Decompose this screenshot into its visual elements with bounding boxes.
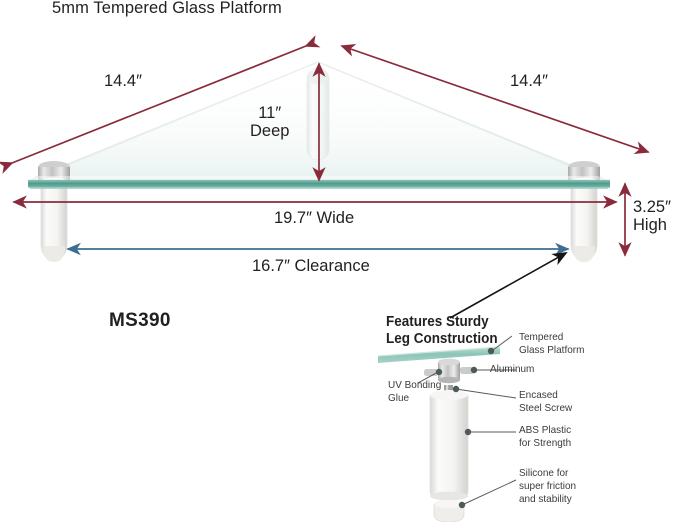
- callout-heading: Features Sturdy Leg Construction: [386, 314, 498, 347]
- part-label-tempered-glass: Tempered Glass Platform: [519, 331, 585, 356]
- dimension-clearance: 16.7″ Clearance: [252, 257, 370, 275]
- arrow-right-slant: [340, 43, 650, 155]
- page-title: 5mm Tempered Glass Platform: [52, 0, 282, 17]
- dimension-right-slant: 14.4″: [510, 72, 548, 90]
- arrow-left-slant: [0, 35, 321, 174]
- leg-center-ghost: [306, 67, 330, 161]
- part-label-silicone: Silicone for super friction and stabilit…: [519, 467, 577, 505]
- part-label-abs-plastic: ABS Plastic for Strength: [519, 424, 572, 449]
- detail-flange-right: [460, 367, 474, 374]
- callout-leader-dots: [435, 347, 495, 509]
- leader-dot-icon: [487, 347, 495, 355]
- detail-aluminum: [438, 362, 460, 380]
- detail-glass-slab: [378, 347, 500, 363]
- leader-dot-icon: [458, 501, 466, 509]
- leader-dot-icon: [435, 368, 443, 376]
- leader-dot-icon: [464, 428, 472, 436]
- part-label-steel-screw: Encased Steel Screw: [519, 389, 573, 414]
- dimension-height: 3.25″ High: [633, 198, 671, 235]
- callout-leaders: [417, 335, 517, 506]
- dimension-depth: 11″ Deep: [250, 104, 290, 141]
- dimension-left-slant: 14.4″: [104, 72, 142, 90]
- leg-construction-detail: [377, 346, 501, 522]
- detail-abs-body: [429, 394, 469, 498]
- part-label-aluminum: Aluminum: [490, 363, 535, 375]
- callout-pointer-icon: [449, 252, 568, 319]
- dimension-width: 19.7″ Wide: [274, 209, 355, 227]
- leader-dot-icon: [452, 385, 460, 393]
- model-number: MS390: [109, 310, 171, 331]
- leader-dot-icon: [470, 366, 478, 374]
- part-label-uv-bonding-glue: UV Bonding Glue: [388, 379, 442, 404]
- dimension-arrows: [0, 35, 650, 257]
